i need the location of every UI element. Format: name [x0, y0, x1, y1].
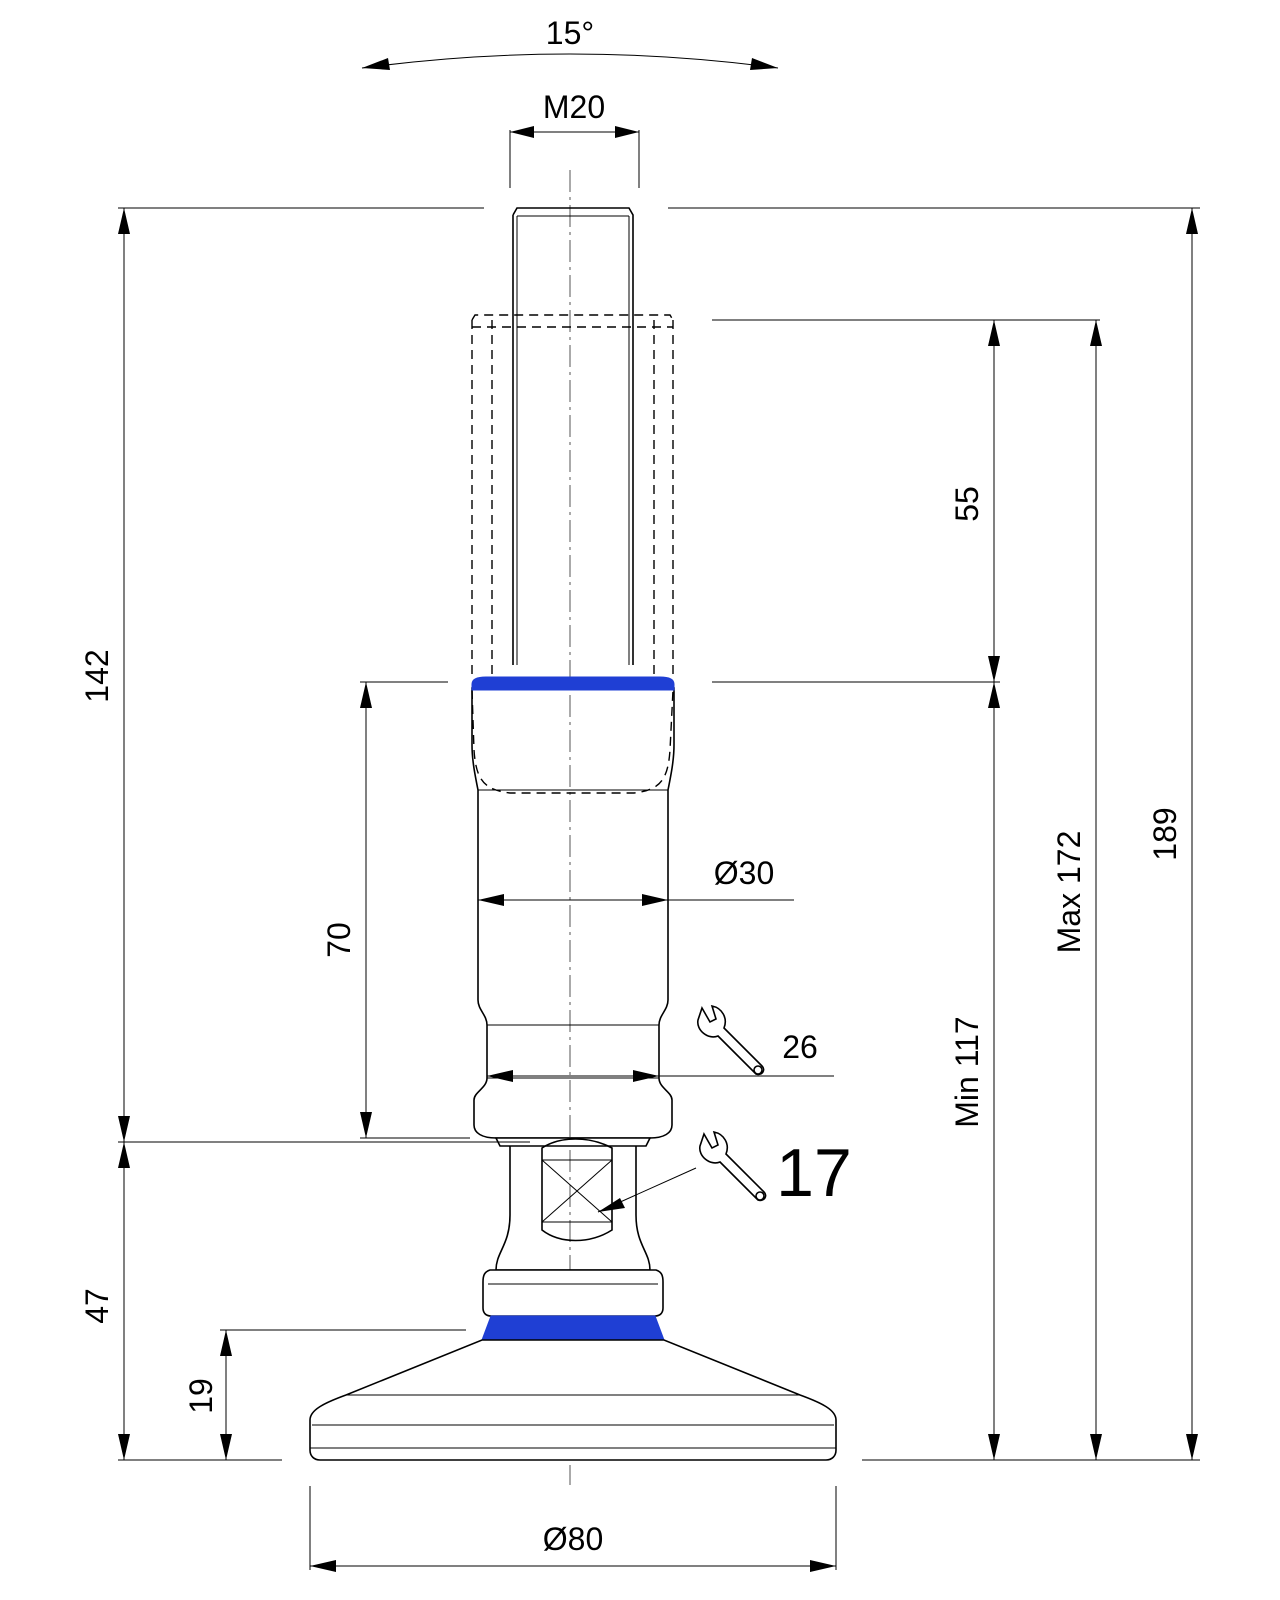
body-diameter-label: Ø30 [714, 855, 774, 891]
ball-collar [482, 1269, 664, 1317]
tilt-angle-label: 15° [546, 15, 594, 51]
base-plate [309, 1339, 837, 1461]
upper-height-label: 142 [79, 649, 115, 702]
hex-flats [541, 1138, 613, 1242]
base-height-label: 19 [183, 1378, 219, 1414]
body-cylinder [471, 687, 675, 1139]
body-length-label: 70 [321, 922, 357, 958]
adjust-stroke-label: 55 [949, 486, 985, 522]
wrench-flats-label: 17 [776, 1135, 852, 1211]
seal-ring-bottom [481, 1315, 665, 1341]
wrench-body-label: 26 [782, 1029, 818, 1065]
min-height-label: Min 117 [949, 1016, 985, 1127]
wrench-icon [696, 1005, 765, 1076]
threaded-stud [512, 207, 634, 665]
overall-height-label: 189 [1147, 807, 1183, 860]
lower-height-label: 47 [79, 1288, 115, 1324]
base-diameter-label: Ø80 [543, 1521, 603, 1557]
seal-ring-top [471, 676, 675, 691]
hex-neck [495, 1146, 651, 1271]
wrench-icon [698, 1131, 767, 1202]
dimensions: 15° M20 189 Max 172 55 [79, 15, 1200, 1572]
max-height-label: Max 172 [1051, 831, 1087, 954]
thread-label: M20 [543, 89, 605, 125]
extended-body-phantom [471, 314, 674, 794]
leveling-foot [309, 207, 837, 1461]
